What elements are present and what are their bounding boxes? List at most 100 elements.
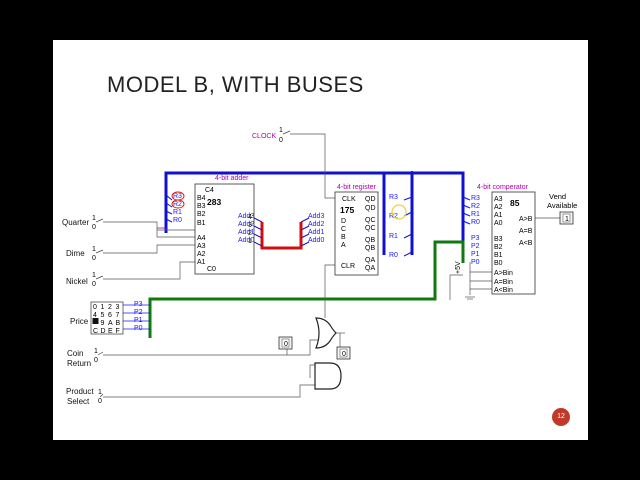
svg-text:A=Bin: A=Bin <box>494 279 513 286</box>
svg-text:1: 1 <box>98 389 102 396</box>
keypad-key[interactable]: 4 <box>93 312 97 319</box>
keypad-key[interactable]: C <box>93 328 98 335</box>
svg-text:A1: A1 <box>494 212 503 219</box>
coin-return-label-1: Coin <box>67 349 83 358</box>
page-number-badge: 12 <box>552 408 570 426</box>
svg-text:R2: R2 <box>173 201 182 208</box>
svg-text:CLR: CLR <box>341 263 355 270</box>
svg-text:0: 0 <box>92 281 96 288</box>
svg-text:0: 0 <box>92 224 96 231</box>
keypad-key[interactable]: 7 <box>116 312 120 319</box>
keypad-key[interactable]: 2 <box>108 304 112 311</box>
svg-text:Add3: Add3 <box>238 213 254 220</box>
svg-text:D: D <box>341 218 346 225</box>
svg-text:C0: C0 <box>207 266 216 273</box>
red-bus <box>260 222 303 250</box>
svg-text:A0: A0 <box>494 220 503 227</box>
product-select-switch[interactable]: Product Select 1 0 <box>66 387 104 406</box>
product-select-label-2: Select <box>67 397 90 406</box>
or-gate <box>315 317 337 349</box>
svg-text:Add1: Add1 <box>238 229 254 236</box>
nickel-switch[interactable]: Nickel 1 0 <box>66 272 104 288</box>
clock-label: CLOCK <box>252 133 276 140</box>
keypad-key[interactable]: 1 <box>101 304 105 311</box>
svg-text:R3: R3 <box>471 195 480 202</box>
svg-text:A3: A3 <box>197 243 206 250</box>
svg-text:B: B <box>341 234 346 241</box>
svg-text:C4: C4 <box>205 187 214 194</box>
svg-text:2: 2 <box>248 230 252 237</box>
svg-text:Available: Available <box>547 201 577 210</box>
svg-text:Add3: Add3 <box>308 213 324 220</box>
keypad-key[interactable]: F <box>116 328 120 335</box>
keypad-key[interactable]: B <box>116 320 121 327</box>
svg-text:QC: QC <box>365 225 376 232</box>
comparator-chip-85: 4-bit comperator 85 A3 A2 A1 A0 B3 B2 B1… <box>455 184 536 295</box>
svg-text:Add1: Add1 <box>308 229 324 236</box>
dime-label: Dime <box>66 249 85 258</box>
svg-text:P0: P0 <box>134 325 143 332</box>
dime-switch[interactable]: Dime 1 0 <box>66 246 104 262</box>
keypad-key[interactable]: 6 <box>108 312 112 319</box>
price-label: Price <box>70 317 89 326</box>
keypad-key[interactable]: 5 <box>101 312 105 319</box>
svg-text:P3: P3 <box>134 301 143 308</box>
keypad-key[interactable]: E <box>108 328 113 335</box>
keypad-key[interactable]: 3 <box>116 304 120 311</box>
svg-text:P2: P2 <box>134 309 143 316</box>
comparator-chip-number: 85 <box>510 198 520 208</box>
svg-text:QA: QA <box>365 257 375 264</box>
svg-text:R1: R1 <box>471 211 480 218</box>
register-chip-number: 175 <box>340 205 354 215</box>
svg-text:B3: B3 <box>494 236 503 243</box>
keypad-key[interactable]: A <box>108 320 113 327</box>
quarter-label: Quarter <box>62 218 89 227</box>
svg-text:Vend: Vend <box>549 192 566 201</box>
vend-available-output: Vend Available 1 <box>547 192 577 225</box>
coin-return-label-2: Return <box>67 359 91 368</box>
gate-probe: 0 <box>336 346 351 360</box>
keypad-key[interactable]: 9 <box>101 320 105 327</box>
register-chip-175: 4-bit register CLK 175 D C B A CLR QD QD… <box>308 184 407 276</box>
svg-text:B0: B0 <box>494 260 503 267</box>
coin-probe: 0 <box>278 336 293 350</box>
adder-caption: 4-bit adder <box>215 175 249 182</box>
cursor-highlight <box>391 204 407 220</box>
svg-text:R2: R2 <box>471 203 480 210</box>
svg-text:A<B: A<B <box>519 240 533 247</box>
coin-return-switch[interactable]: Coin Return 1 0 <box>67 348 104 368</box>
svg-text:A>Bin: A>Bin <box>494 270 513 277</box>
quarter-switch[interactable]: Quarter 1 0 <box>62 215 104 231</box>
comparator-caption: 4-bit comperator <box>477 184 529 191</box>
svg-text:0: 0 <box>94 357 98 364</box>
svg-text:P1: P1 <box>134 317 143 324</box>
svg-text:A=B: A=B <box>519 228 533 235</box>
svg-text:R3: R3 <box>389 194 398 201</box>
svg-text:A2: A2 <box>197 251 206 258</box>
keypad-key[interactable]: 0 <box>93 304 97 311</box>
svg-text:R1: R1 <box>389 233 398 240</box>
vend-probe-value: 1 <box>565 216 569 223</box>
keypad-key[interactable]: D <box>101 328 106 335</box>
svg-text:1: 1 <box>248 238 252 245</box>
svg-text:A3: A3 <box>494 196 503 203</box>
svg-text:A4: A4 <box>197 235 206 242</box>
svg-text:0: 0 <box>342 351 346 358</box>
svg-text:1: 1 <box>92 272 96 279</box>
svg-text:0: 0 <box>98 398 102 405</box>
nickel-label: Nickel <box>66 277 88 286</box>
svg-text:A<Bin: A<Bin <box>494 287 513 294</box>
svg-text:CLK: CLK <box>342 196 356 203</box>
clock-switch[interactable]: CLOCK 1 0 <box>252 127 291 144</box>
svg-text:B3: B3 <box>197 203 206 210</box>
svg-text:R0: R0 <box>389 252 398 259</box>
svg-text:A: A <box>341 242 346 249</box>
and-gate <box>314 362 342 390</box>
svg-text:Add0: Add0 <box>238 237 254 244</box>
svg-text:QA: QA <box>365 265 375 272</box>
svg-text:0: 0 <box>92 255 96 262</box>
svg-text:1: 1 <box>92 246 96 253</box>
svg-text:+5V: +5V <box>455 261 462 274</box>
